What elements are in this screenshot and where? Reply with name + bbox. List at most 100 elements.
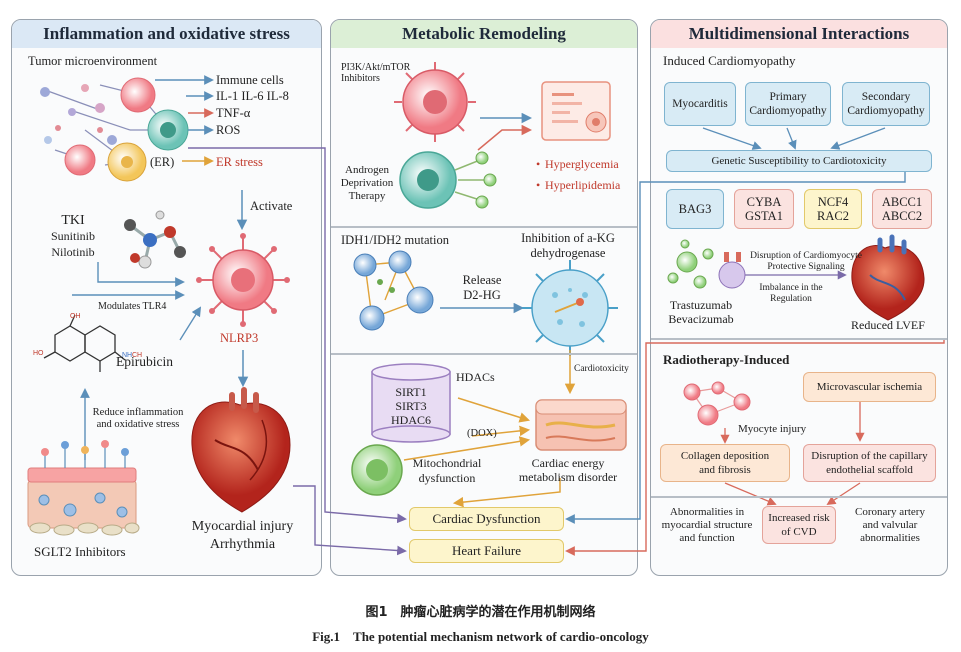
capillary-label-2: endothelial scaffold xyxy=(826,464,913,476)
myocarditis-box[interactable]: Myocarditis xyxy=(664,82,736,126)
cardiotoxicity-label: Cardiotoxicity xyxy=(574,364,629,374)
heart-failure-box[interactable]: Heart Failure xyxy=(409,539,564,563)
nilotinib-label: Nilotinib xyxy=(51,245,95,259)
hdacs-label: HDACs xyxy=(456,370,495,384)
cardiac-dysfunction-box[interactable]: Cardiac Dysfunction xyxy=(409,507,564,531)
epirubicin-oh-label: OH xyxy=(70,313,81,320)
gene-cyba-label: CYBA xyxy=(746,195,782,209)
reduce-inflammation-label-1: Reduce inflammation xyxy=(92,407,184,418)
idh-mutation-label: IDH1/IDH2 mutation xyxy=(341,233,449,247)
inhibition-label-1: Inhibition of a-KG xyxy=(521,231,615,245)
hyperlipidemia-label: Hyperlipidemia xyxy=(545,178,621,192)
coronary-label-1: Coronary artery xyxy=(855,506,925,518)
gene-rac2-label: RAC2 xyxy=(817,209,849,223)
panel-title-multidimensional: Multidimensional Interactions xyxy=(651,20,947,48)
middle-divider-1 xyxy=(331,226,637,228)
immune-cells-label: Immune cells xyxy=(216,73,284,87)
virus-cell xyxy=(522,260,618,356)
epirubicin-structure-icon xyxy=(43,314,126,372)
genetic-susceptibility-box[interactable]: Genetic Susceptibility to Cardiotoxicity xyxy=(666,150,932,172)
heart-illustration xyxy=(191,387,291,513)
hdac6-label: HDAC6 xyxy=(390,413,431,427)
disruption-label-2: Protective Signaling xyxy=(767,262,845,272)
mitochondrial-label-1: Mitochondrial xyxy=(412,456,482,470)
secondary-label-2: Cardiomyopathy xyxy=(847,105,925,117)
tumor-outputs-arrows xyxy=(155,75,214,166)
cardiac-dysfunction-label: Cardiac Dysfunction xyxy=(432,511,541,526)
pi3k-label-2: Inhibitors xyxy=(341,73,380,84)
primary-label-2: Cardiomyopathy xyxy=(749,105,827,117)
interleukins-label: IL-1 IL-6 IL-8 xyxy=(216,89,289,103)
myocyte-injury-label: Myocyte injury xyxy=(738,423,807,435)
abnormal-label-3: and function xyxy=(679,532,735,544)
gene-abcc2-label: ABCC2 xyxy=(881,209,923,223)
abnormal-label-1: Abnormalities in xyxy=(669,506,745,518)
androgen-label-2: Deprivation xyxy=(340,177,394,189)
gene-gsta1-label: GSTA1 xyxy=(745,209,783,223)
genetic-label: Genetic Susceptibility to Cardiotoxicity xyxy=(711,155,887,167)
trastuzumab-label: Trastuzumab xyxy=(669,298,733,312)
bevacizumab-label: Bevacizumab xyxy=(668,312,734,326)
er-stress-label: ER stress xyxy=(216,155,263,169)
modulates-tlr4-label: Modulates TLR4 xyxy=(98,301,167,312)
gene-bag3-box[interactable]: BAG3 xyxy=(666,189,724,229)
bullet-dot-1: • xyxy=(536,157,541,171)
mitochondria-cell xyxy=(351,444,403,496)
pi3k-cell xyxy=(394,62,476,142)
imbalance-label-2: Regulation xyxy=(770,294,812,304)
hdac-cylinder-icon xyxy=(371,363,451,443)
risk-label-2: of CVD xyxy=(781,526,817,538)
abnormal-label-2: myocardial structure xyxy=(661,519,753,531)
reduce-inflammation-label-2: and oxidative stress xyxy=(96,419,180,430)
arrhythmia-label: Arrhythmia xyxy=(209,537,276,552)
epirubicin-ch-label: CH xyxy=(132,352,142,359)
gene-bag3-label: BAG3 xyxy=(678,202,712,216)
cardiac-tissue-icon xyxy=(535,399,627,451)
pi3k-label-1: PI3K/Akt/mTOR xyxy=(341,62,411,73)
coronary-label-3: abnormalities xyxy=(860,532,920,544)
release-label-1: Release xyxy=(462,273,502,287)
androgen-label-1: Androgen xyxy=(345,164,389,176)
clipboard-icon xyxy=(541,81,611,141)
energy-label-1: Cardiac energy xyxy=(531,456,605,470)
mitochondrial-label-2: dysfunction xyxy=(418,471,476,485)
secondary-label-1: Secondary xyxy=(861,91,911,103)
collagen-box[interactable]: Collagen deposition and fibrosis xyxy=(660,444,790,482)
coronary-label-2: and valvular xyxy=(862,519,918,531)
trastuzumab-icon xyxy=(667,239,746,289)
primary-label-1: Primary xyxy=(769,91,807,103)
tnf-alpha-label: TNF-α xyxy=(216,106,251,120)
lvef-heart-illustration xyxy=(851,234,925,321)
sunitinib-label: Sunitinib xyxy=(50,229,95,243)
panel-title-metabolic: Metabolic Remodeling xyxy=(331,20,637,48)
myocardial-injury-label: Myocardial injury xyxy=(191,519,294,534)
release-label-2: D2-HG xyxy=(463,288,501,302)
disruption-label-1: Disruption of Cardiomyocyte xyxy=(750,251,862,261)
inhibition-label-2: dehydrogenase xyxy=(530,246,606,260)
sirt1-label: SIRT1 xyxy=(395,385,427,399)
microvascular-ischemia-box[interactable]: Microvascular ischemia xyxy=(803,372,936,402)
idh-network xyxy=(353,250,434,331)
tumor-cells xyxy=(40,77,189,182)
gene-ncf4-label: NCF4 xyxy=(817,195,849,209)
sirt3-label: SIRT3 xyxy=(395,399,427,413)
collagen-label-2: and fibrosis xyxy=(699,464,751,476)
energy-label-2: metabolism disorder xyxy=(518,470,618,484)
collagen-label-1: Collagen deposition xyxy=(680,450,770,462)
epirubicin-label: Epirubicin xyxy=(116,354,173,369)
dox-label: (DOX) xyxy=(467,428,497,439)
microvascular-label: Microvascular ischemia xyxy=(816,381,923,393)
reduced-lvef-label: Reduced LVEF xyxy=(851,318,925,332)
heart-failure-label: Heart Failure xyxy=(452,543,521,558)
androgen-cell xyxy=(399,151,497,209)
panel-title-inflammation: Inflammation and oxidative stress xyxy=(12,20,321,48)
epirubicin-nh-label: NH xyxy=(122,352,132,359)
